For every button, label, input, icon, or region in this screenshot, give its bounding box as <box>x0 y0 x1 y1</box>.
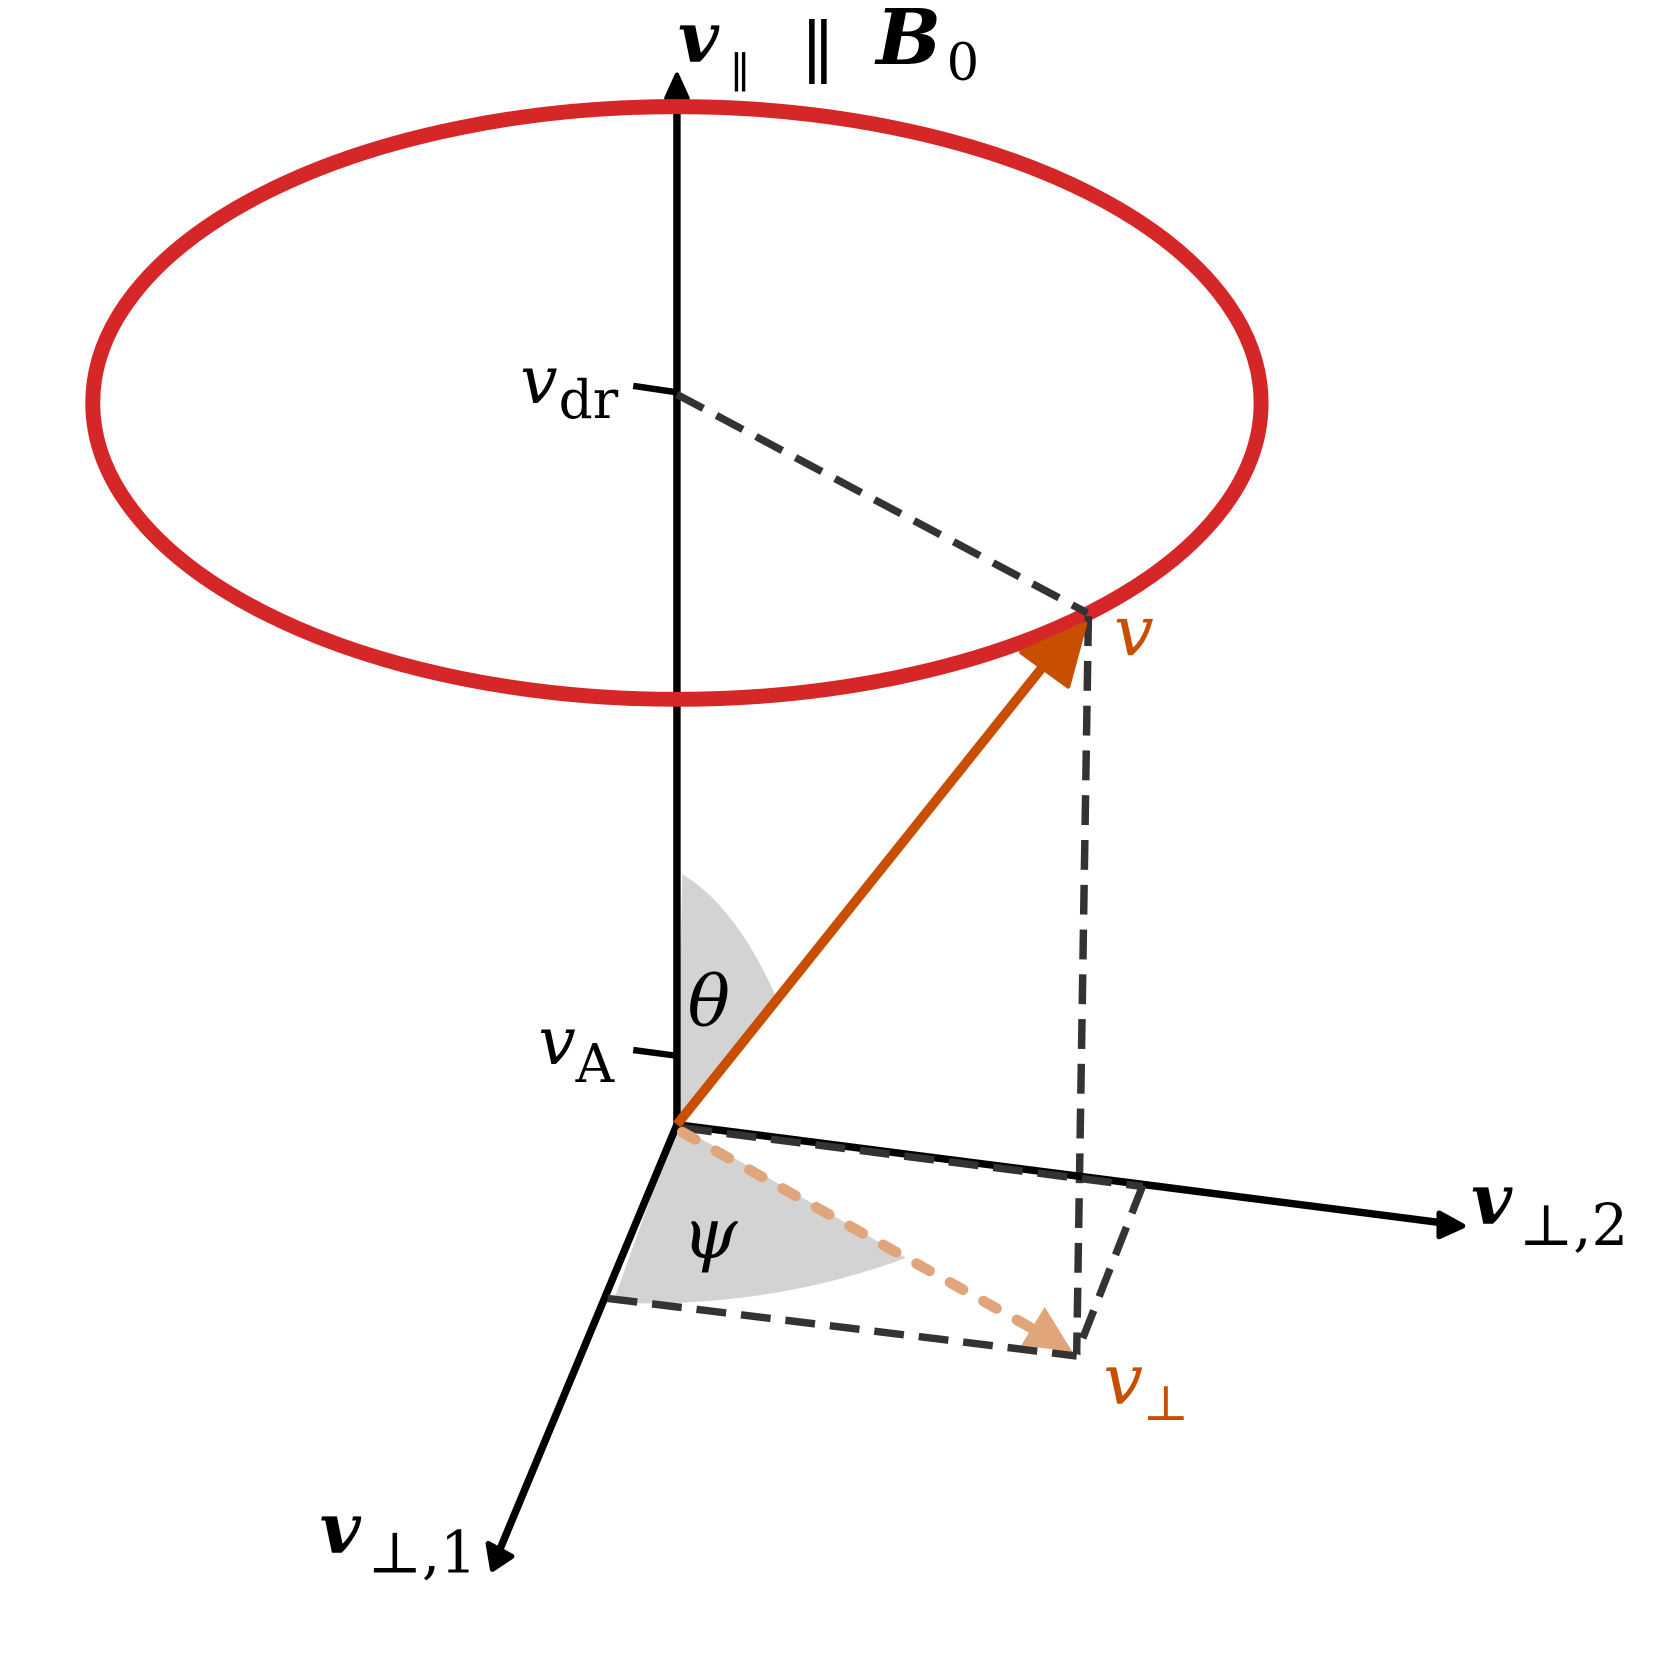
v-perp-arrowhead <box>1021 1306 1073 1352</box>
v-perp-sub: ⊥ <box>1143 1374 1189 1432</box>
vertical-projection-dashed <box>1072 616 1093 1354</box>
v-perp-base: v <box>1103 1339 1143 1421</box>
vdr-tick <box>632 382 678 396</box>
v-perp1-sub: ⊥,1 <box>368 1519 477 1586</box>
v-perp2-base: v <box>1471 1158 1513 1241</box>
b0-base: B <box>874 0 941 83</box>
v-perp1-base: v <box>320 1487 362 1570</box>
perp1-arrowhead <box>485 1540 515 1572</box>
va-sub: A <box>575 1033 616 1095</box>
velocity-arrowhead <box>1019 621 1088 689</box>
va-tick <box>632 1046 675 1059</box>
vdr-sub: dr <box>559 369 619 431</box>
v-perp-vector <box>676 1126 1045 1338</box>
velocity-vector <box>673 654 1054 1128</box>
vdr-label: v dr <box>520 342 618 431</box>
v-parallel-sub: ∥ <box>730 48 750 98</box>
vdr-base: v <box>520 342 557 419</box>
b0-sub: 0 <box>947 34 980 93</box>
perp2-overlay-dashed <box>681 1124 1144 1191</box>
va-label: v A <box>538 1003 615 1095</box>
perp1-projection-dashed <box>607 1294 1078 1360</box>
v-parallel-label: v ∥ ∥ B 0 <box>678 0 979 98</box>
v-perp-label: v ⊥ <box>1103 1339 1189 1432</box>
perp2-arrowhead <box>1436 1210 1466 1240</box>
v-perp2-sub: ⊥,2 <box>1519 1192 1628 1259</box>
va-base: v <box>538 1003 575 1080</box>
drift-to-v-dashed <box>675 391 1090 617</box>
perp1-axis <box>494 1123 681 1556</box>
gyration-ring <box>85 99 1269 707</box>
v-label: v <box>1114 591 1154 673</box>
v-perp1-label: v ⊥,1 <box>320 1487 477 1586</box>
psi-wedge <box>612 1124 907 1304</box>
v-perp2-label: v ⊥,2 <box>1471 1158 1628 1259</box>
psi-label: ψ <box>682 1193 738 1275</box>
theta-label: θ <box>688 961 730 1043</box>
perp2-projection-dashed <box>1073 1184 1147 1356</box>
parallel-symbol: ∥ <box>802 12 834 94</box>
theta-wedge <box>676 874 777 1125</box>
parallel-axis-arrowhead <box>664 72 690 101</box>
v-parallel-base: v <box>678 0 720 79</box>
